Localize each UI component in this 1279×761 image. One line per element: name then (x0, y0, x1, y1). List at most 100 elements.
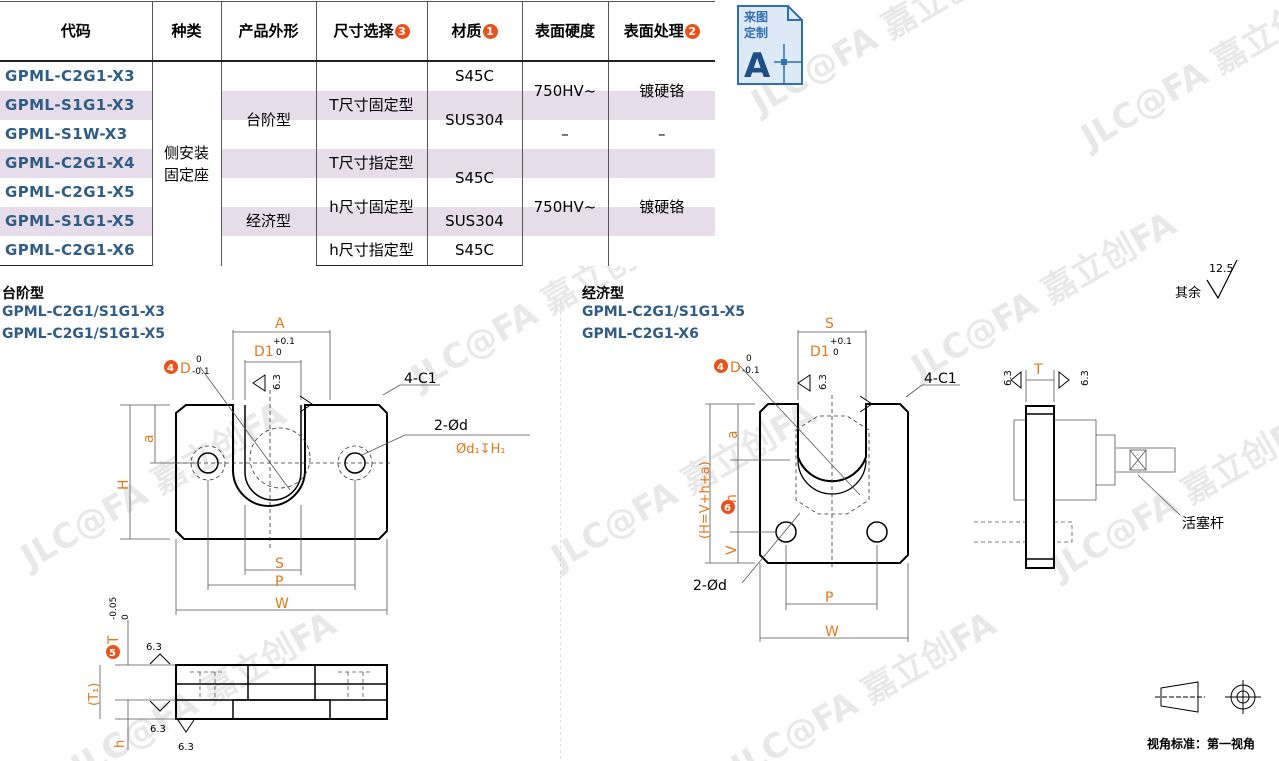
roughness-label: 其余 (1175, 286, 1202, 301)
svg-text:0: 0 (833, 348, 839, 358)
dim-a-label-2: a (725, 430, 741, 439)
badge-2: 2 (684, 23, 700, 39)
table-row: GPML-C2G1-X6 h尺寸指定型 S45C (0, 236, 715, 266)
header-shape: 产品外形 (220, 1, 316, 62)
size-h-spec-cell: h尺寸指定型 (315, 236, 427, 266)
right-section-code2: GPML-C2G1-X6 (582, 326, 699, 342)
size-t-fixed-cell: T尺寸固定型 (315, 61, 427, 149)
material-cell: SUS304 (426, 207, 522, 236)
treatment-cell: 镀硬铬 (607, 149, 715, 266)
code-cell: GPML-C2G1-X6 (0, 236, 152, 266)
header-type: 种类 (151, 1, 221, 62)
svg-text:4: 4 (167, 363, 174, 374)
right-section-title: 经济型 (582, 286, 624, 302)
svg-text:0: 0 (276, 348, 282, 358)
header-hardness: 表面硬度 (521, 1, 608, 62)
size-t-spec-cell: T尺寸指定型 (315, 149, 427, 178)
table-row: GPML-C2G1-X3 侧安装 固定座 台阶型 T尺寸固定型 S45C 750… (0, 61, 715, 266)
shape-eco-cell: 经济型 (220, 178, 316, 266)
treatment-cell: 镀硬铬 (607, 61, 715, 120)
left-section-title: 台阶型 (2, 286, 44, 302)
left-section-code2: GPML-C2G1/S1G1-X5 (2, 326, 166, 342)
code-cell: GPML-C2G1-X4 (5, 154, 136, 172)
custom-drawing-badge[interactable]: 来图 定制 A (736, 4, 804, 86)
svg-text:6.3: 6.3 (818, 374, 829, 390)
dim-t1-label: (T₁) (87, 683, 102, 706)
left-section-code1: GPML-C2G1/S1G1-X3 (2, 304, 166, 320)
svg-text:+0.1: +0.1 (273, 337, 295, 347)
dim-t-label-2: T (1033, 362, 1043, 378)
code-cell: GPML-C2G1-X5 (5, 183, 136, 201)
svg-text:4: 4 (717, 362, 724, 373)
cbore-label: Ød₁↧H₁ (456, 442, 506, 457)
dim-d-label-2: D (730, 360, 741, 376)
hole-label: 2-Ød (434, 418, 468, 434)
table-row: GPML-S1W-X3 – – (0, 120, 715, 149)
chamfer-label-2: 4-C1 (924, 371, 957, 387)
svg-text:5: 5 (109, 648, 116, 659)
dim-a-label: A (275, 316, 285, 332)
badge-line2: 定制 (744, 25, 768, 40)
dim-t-label: T (106, 635, 122, 645)
svg-text:6: 6 (724, 503, 731, 514)
dim-s-label-2: S (825, 316, 834, 332)
badge-1: 1 (482, 23, 498, 39)
table-row: GPML-C2G1-X4 T尺寸指定型 S45C 750HV~ 镀硬铬 (0, 149, 715, 266)
dim-v-label: V (724, 545, 740, 555)
dim-d1-label-2: D1 (810, 344, 830, 360)
svg-text:6.3: 6.3 (272, 374, 283, 390)
svg-text:0: 0 (746, 354, 752, 364)
badge-line1: 来图 (743, 9, 768, 24)
code-cell: GPML-S1G1-X3 (5, 96, 135, 114)
dim-s-label: S (275, 556, 284, 572)
table-row: GPML-C2G1-X5 经济型 h尺寸固定型 (0, 178, 715, 266)
svg-text:6.3: 6.3 (150, 724, 166, 735)
header-code: 代码 (0, 1, 152, 62)
svg-text:6.3: 6.3 (178, 742, 194, 753)
svg-text:12.5: 12.5 (1209, 262, 1234, 275)
svg-text:0: 0 (121, 614, 131, 620)
dim-h-eq-label: (H=V+h+a) (698, 461, 713, 539)
dim-d-label: D (180, 361, 191, 377)
roughness-symbol: 12.5 (1206, 259, 1238, 300)
piston-rod-label: 活塞杆 (1182, 515, 1224, 532)
svg-text:6.3: 6.3 (1080, 370, 1091, 386)
svg-text:-0.1: -0.1 (192, 367, 210, 377)
dim-d1-label: D1 (254, 344, 274, 360)
hardness-cell: – (521, 120, 608, 149)
hole-label-2: 2-Ød (693, 578, 727, 594)
badge-3: 3 (394, 23, 410, 39)
dim-a-small-label: a (141, 434, 157, 443)
material-cell: S45C (426, 61, 522, 91)
dim-p-label-2: P (825, 590, 833, 606)
dim-h-label-2: h (724, 494, 740, 503)
treatment-cell: – (607, 120, 715, 149)
badge-letter: A (744, 46, 771, 86)
projection-standard: 视角标准：第一视角 (1147, 737, 1256, 751)
type-cell: 侧安装 固定座 (151, 61, 221, 266)
hardness-cell: 750HV~ (521, 149, 608, 266)
material-cell: S45C (426, 236, 522, 266)
dim-w-label: W (275, 596, 289, 612)
code-cell: GPML-S1W-X3 (5, 125, 128, 143)
code-cell: GPML-S1G1-X5 (5, 212, 135, 230)
code-cell: GPML-C2G1-X3 (5, 67, 136, 85)
step-type-drawing: A D1 +0.1 0 D 0 -0.1 S P W H a Ød₁↧H₁ 4 … (87, 316, 530, 753)
chamfer-label: 4-C1 (404, 371, 437, 387)
svg-text:6.3: 6.3 (146, 642, 162, 653)
svg-text:-0.05: -0.05 (109, 597, 119, 620)
dim-h-small-label: h (113, 740, 128, 748)
svg-text:+0.1: +0.1 (830, 337, 852, 347)
dim-p-label: P (275, 574, 283, 590)
svg-text:6.3: 6.3 (1003, 370, 1014, 386)
right-section-code1: GPML-C2G1/S1G1-X5 (582, 304, 746, 320)
dim-h-label: H (116, 479, 132, 490)
svg-text:JLC@FA 嘉立创FA: JLC@FA 嘉立创FA (1073, 0, 1279, 159)
dim-w-label-2: W (825, 624, 839, 640)
size-h-fixed-cell: h尺寸固定型 (315, 178, 427, 236)
